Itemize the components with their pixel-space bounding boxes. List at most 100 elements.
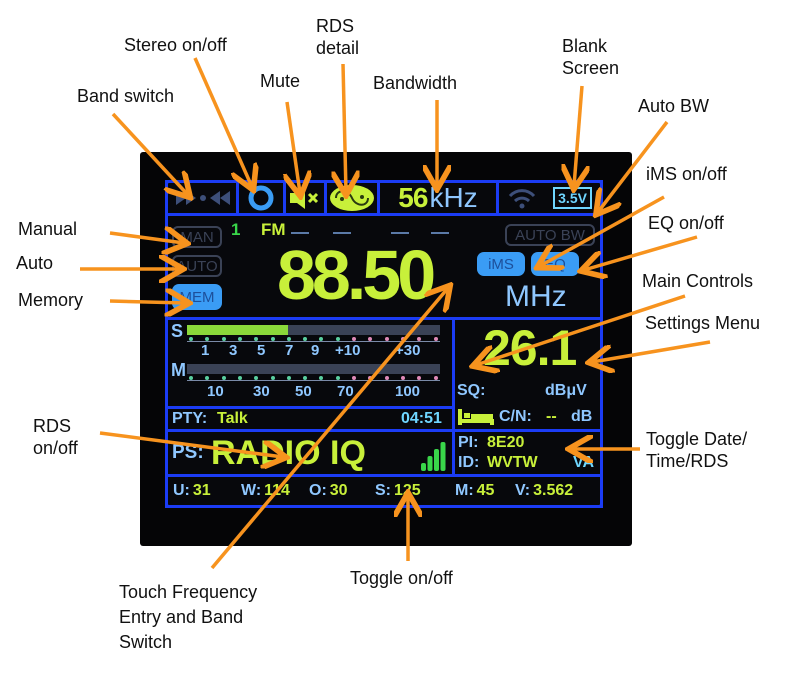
bandwidth-unit: kHz — [429, 182, 478, 213]
id-value: WVTW — [487, 454, 538, 471]
bandwidth-value: 56 — [398, 182, 428, 213]
status-item: U:31 — [173, 481, 211, 501]
digit-marker — [333, 232, 351, 234]
rds-icon — [330, 185, 374, 211]
rds-detail-button[interactable] — [324, 180, 380, 216]
callout-toggle-date: Toggle Date/ Time/RDS — [646, 429, 748, 471]
status-value: 3.562 — [533, 482, 574, 499]
sq-label[interactable]: SQ: — [457, 382, 486, 399]
status-item: V:3.562 — [515, 481, 573, 501]
meter-scale-label: 7 — [285, 342, 294, 359]
frequency-unit: MHz — [505, 280, 567, 313]
blank-screen-button[interactable]: 3.5V — [496, 180, 603, 216]
meter-scale-label: 1 — [201, 342, 210, 359]
digit-marker — [391, 232, 409, 234]
digit-marker — [431, 232, 449, 234]
status-label: M: — [455, 482, 474, 499]
callout-band-switch: Band switch — [77, 86, 175, 106]
battery-voltage: 3.5 — [558, 190, 578, 206]
frequency-display[interactable]: 88.50 — [277, 238, 436, 312]
callout-stereo: Stereo on/off — [124, 35, 227, 55]
meter-scale-label: 3 — [229, 342, 238, 359]
signal-unit: dBμV — [545, 382, 587, 399]
meter-baseline — [187, 380, 440, 381]
callout-eq: EQ on/off — [648, 213, 724, 233]
status-value: 30 — [329, 482, 348, 499]
bandwidth-button[interactable]: 56 kHz — [377, 180, 499, 216]
status-label: O: — [309, 482, 327, 499]
signal-bar — [440, 442, 446, 471]
status-value: 45 — [476, 482, 495, 499]
wifi-icon — [508, 189, 536, 209]
callout-memory: Memory — [18, 290, 84, 310]
meter-scale-label: 9 — [311, 342, 320, 359]
callout-bandwidth: Bandwidth — [373, 73, 458, 93]
status-value: 125 — [394, 482, 421, 499]
auto-bw-button[interactable]: AUTO BW — [505, 224, 595, 246]
manual-button[interactable]: MAN — [172, 226, 222, 248]
meter-scale-label: +10 — [335, 342, 361, 359]
callout-manual: Manual — [18, 219, 78, 239]
ps-value[interactable]: RADIO IQ — [211, 434, 366, 472]
digit-marker — [291, 232, 309, 234]
sleep-bed-icon[interactable] — [457, 407, 495, 427]
cn-value: -- — [546, 408, 557, 425]
callout-rds-onoff: RDS on/off — [33, 416, 78, 458]
status-item[interactable]: S:125 — [375, 481, 421, 501]
signal-bar — [434, 449, 439, 471]
callout-auto: Auto — [16, 253, 54, 273]
band-switch-icon — [176, 191, 230, 205]
ims-button[interactable]: iMS — [477, 252, 525, 276]
memory-number: 1 — [231, 220, 241, 239]
band-label: FM — [261, 220, 286, 239]
m-meter-label: M — [171, 360, 186, 380]
rds-signal-icon — [421, 442, 446, 471]
status-value: 114 — [264, 482, 290, 499]
status-item: M:45 — [455, 481, 494, 501]
cn-unit: dB — [571, 408, 593, 425]
callout-blank-screen: Blank Screen — [562, 36, 620, 78]
callout-main-controls: Main Controls — [642, 271, 754, 291]
stereo-icon — [248, 185, 274, 211]
pty-value: Talk — [217, 410, 248, 427]
callout-auto-bw: Auto BW — [638, 96, 710, 116]
band-switch-button[interactable] — [165, 180, 239, 216]
status-label: U: — [173, 482, 190, 499]
memory-button[interactable]: MEM — [172, 284, 222, 310]
callout-touch-frequency: Touch Frequency Entry and Band Switch — [119, 582, 258, 652]
callout-settings-menu: Settings Menu — [645, 313, 761, 333]
cn-label: C/N: — [499, 408, 532, 425]
eq-button[interactable]: EQ — [531, 252, 579, 276]
s-meter-fill — [187, 325, 289, 335]
status-value: 31 — [192, 482, 211, 499]
meter-tick-dot — [189, 376, 193, 380]
status-label: W: — [241, 482, 262, 499]
state-value: VA — [573, 454, 595, 471]
meter-tick-dot — [205, 376, 210, 380]
s-meter-label: S — [171, 321, 184, 341]
signal-strength-value[interactable]: 26.1 — [483, 320, 577, 376]
mute-icon — [290, 187, 319, 209]
s-meter-track — [187, 325, 440, 335]
status-item: O:30 — [309, 481, 348, 501]
id-label: ID: — [458, 454, 480, 471]
pty-label: PTY: — [172, 410, 208, 427]
auto-button[interactable]: AUTO — [172, 255, 222, 277]
meter-scale-label: +30 — [395, 342, 421, 359]
stereo-button[interactable] — [236, 180, 286, 216]
pi-label: PI: — [458, 434, 479, 451]
battery-unit: V — [577, 190, 587, 206]
status-label: S: — [375, 482, 391, 499]
clock-time: 04:51 — [401, 410, 442, 427]
callout-toggle-onoff: Toggle on/off — [350, 568, 453, 588]
mute-button[interactable] — [283, 180, 327, 216]
callout-ims: iMS on/off — [646, 164, 727, 184]
signal-bar — [421, 463, 426, 471]
meter-tick-dot — [189, 337, 193, 341]
signal-bar — [427, 456, 433, 471]
callout-mute: Mute — [260, 71, 301, 91]
m-meter-track — [187, 364, 440, 374]
status-label: V: — [515, 482, 531, 499]
pi-value: 8E20 — [487, 434, 525, 451]
meter-scale-label: 50 — [295, 383, 312, 400]
